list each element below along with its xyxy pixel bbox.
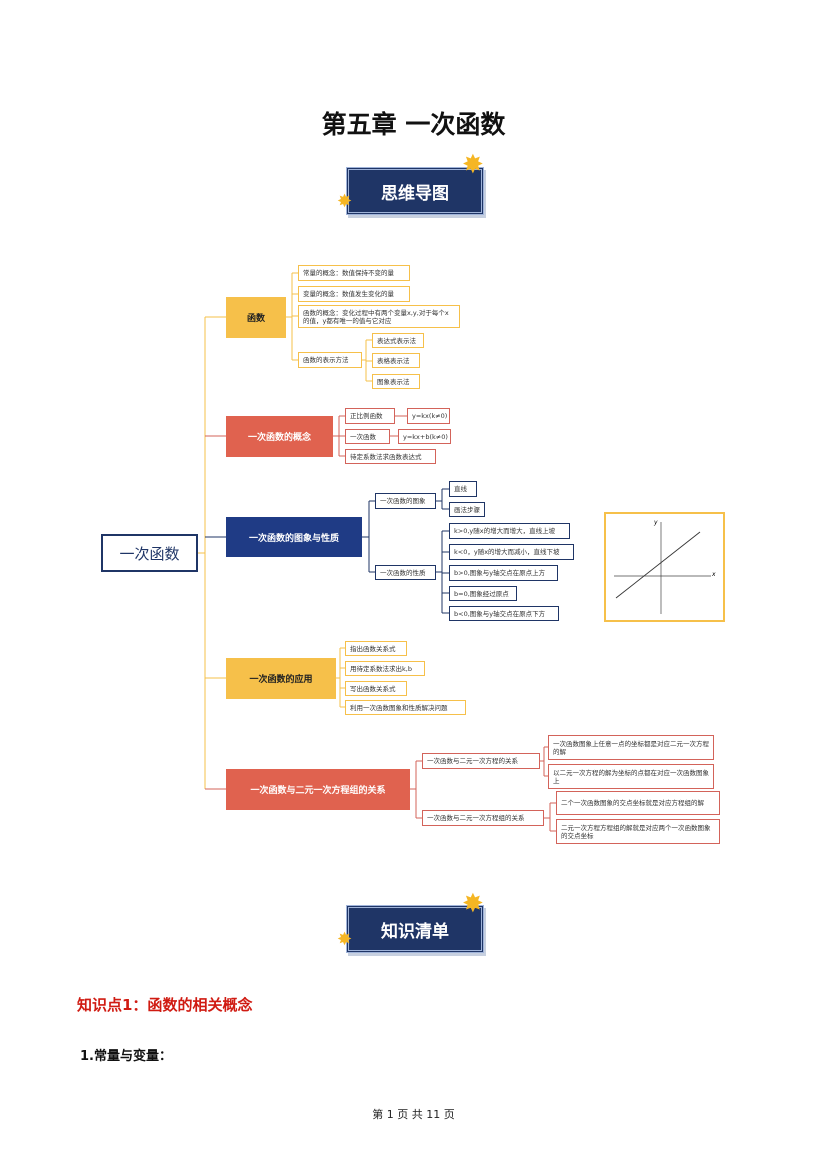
node: 一次函数的性质	[375, 565, 436, 580]
node: b<0,图象与y轴交点在原点下方	[449, 606, 559, 621]
line-plot	[615, 531, 701, 599]
node: b>0,图象与y轴交点在原点上方	[449, 565, 558, 581]
node: 直线	[449, 481, 477, 497]
node: 一次函数与二元一次方程的关系	[422, 753, 540, 769]
node: 一次函数图象上任意一点的坐标都是对应二元一次方程的解	[548, 735, 714, 760]
node: 常量的概念：数值保持不变的量	[298, 265, 410, 281]
node: k>0,y随x的增大而增大，直线上坡	[449, 523, 570, 539]
linear-graph-figure: x y	[604, 512, 725, 622]
star-icon: ✸	[337, 191, 353, 212]
section-heading: 知识点1：函数的相关概念	[77, 996, 253, 1014]
mindmap-banner: 思维导图	[346, 167, 484, 215]
node: 画法步骤	[449, 502, 485, 517]
knowledge-banner: 知识清单	[346, 905, 484, 953]
branch-application: 一次函数的应用	[226, 658, 336, 699]
x-axis-label: x	[712, 571, 716, 578]
chapter-title: 第五章 一次函数	[321, 110, 506, 139]
branch-concept: 一次函数的概念	[226, 416, 333, 457]
page-footer: 第 1 页 共 11 页	[372, 1108, 455, 1121]
star-icon: ✸	[462, 150, 484, 180]
branch-equation-relation: 一次函数与二元一次方程组的关系	[226, 769, 410, 810]
node: 二元一次方程方程组的解就是对应两个一次函数图象的交点坐标	[556, 819, 720, 844]
node: y=kx+b(k≠0)	[398, 429, 451, 444]
node: 正比例函数	[345, 408, 395, 424]
node: 二个一次函数图象的交点坐标就是对应方程组的解	[556, 791, 720, 815]
node: 一次函数的图象	[375, 493, 436, 509]
node: 待定系数法求函数表达式	[345, 449, 436, 464]
node: b=0,图象经过原点	[449, 586, 517, 601]
node: 以二元一次方程的解为坐标的点都在对应一次函数图象上	[548, 764, 714, 789]
star-icon: ✸	[337, 929, 353, 950]
node: 函数的概念：变化过程中有两个变量x,y,对于每个x的值，y都有唯一的值与它对应	[298, 305, 460, 328]
node: 用待定系数法求出k,b	[345, 661, 425, 676]
node: 表格表示法	[372, 353, 420, 368]
branch-graph-properties: 一次函数的图象与性质	[226, 517, 362, 557]
branch-function: 函数	[226, 297, 286, 338]
node: 变量的概念：数值发生变化的量	[298, 286, 410, 302]
y-axis-label: y	[654, 519, 658, 526]
node: k<0，y随x的增大而减小，直线下坡	[449, 544, 574, 560]
node: 利用一次函数图象和性质解决问题	[345, 700, 466, 715]
star-icon: ✸	[462, 889, 484, 919]
node: 一次函数	[345, 429, 390, 444]
node: 函数的表示方法	[298, 352, 362, 368]
mindmap-root: 一次函数	[101, 534, 198, 572]
node: 图象表示法	[372, 374, 420, 389]
node: 指出函数关系式	[345, 641, 407, 656]
node: y=kx(k≠0)	[407, 408, 450, 424]
node: 表达式表示法	[372, 333, 424, 348]
graph-axes	[614, 522, 711, 614]
node: 一次函数与二元一次方程组的关系	[422, 810, 544, 826]
node: 写出函数关系式	[345, 681, 407, 696]
sub-heading: 1.常量与变量：	[80, 1049, 172, 1064]
